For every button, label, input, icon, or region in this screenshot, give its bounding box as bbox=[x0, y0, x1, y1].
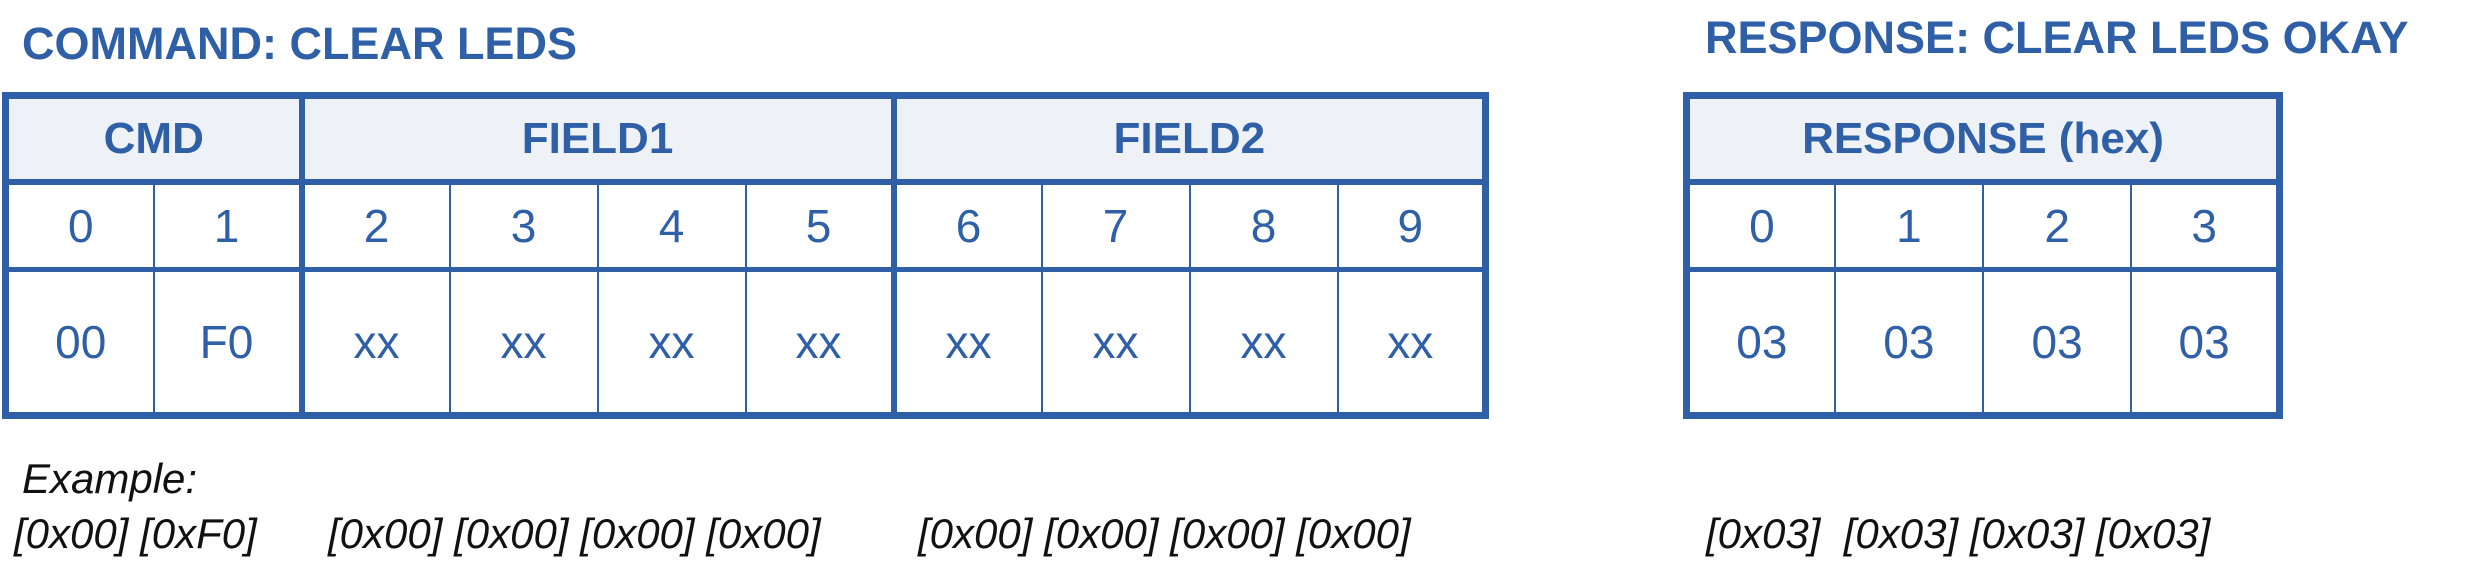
example-field1-bytes: [0x00] [0x00] [0x00] [0x00] bbox=[328, 510, 821, 557]
byte-value: xx bbox=[448, 268, 599, 417]
example-cmd-bytes: [0x00] [0xF0] bbox=[14, 510, 257, 557]
byte-index: 1 bbox=[152, 181, 303, 272]
command-table: CMD FIELD1 FIELD2 0 1 2 3 4 5 6 7 8 9 00… bbox=[2, 92, 1490, 419]
byte-index: 2 bbox=[298, 181, 451, 272]
byte-index: 3 bbox=[448, 181, 599, 272]
example-field2-bytes: [0x00] [0x00] [0x00] [0x00] bbox=[918, 510, 1411, 557]
response-index: 3 bbox=[2130, 181, 2281, 272]
byte-value: xx bbox=[1336, 268, 1487, 417]
byte-index: 8 bbox=[1188, 181, 1339, 272]
example-response-bytes: [0x03] [0x03] [0x03] [0x03] bbox=[1706, 510, 2211, 557]
byte-value: 00 bbox=[4, 268, 155, 417]
byte-index: 5 bbox=[744, 181, 895, 272]
response-index: 1 bbox=[1833, 181, 1985, 272]
response-table: RESPONSE (hex) 0 1 2 3 03 03 03 03 bbox=[1683, 92, 2283, 419]
response-value: 03 bbox=[1833, 268, 1985, 417]
byte-value: xx bbox=[744, 268, 895, 417]
byte-value: xx bbox=[890, 268, 1043, 417]
byte-value: xx bbox=[596, 268, 747, 417]
byte-index: 4 bbox=[596, 181, 747, 272]
byte-index: 9 bbox=[1336, 181, 1487, 272]
response-index: 2 bbox=[1981, 181, 2133, 272]
field1-group-header: FIELD1 bbox=[298, 94, 895, 185]
response-value: 03 bbox=[1981, 268, 2133, 417]
byte-index: 0 bbox=[4, 181, 155, 272]
response-value: 03 bbox=[2130, 268, 2281, 417]
byte-index: 7 bbox=[1040, 181, 1191, 272]
response-index: 0 bbox=[1685, 181, 1836, 272]
example-label: Example: bbox=[22, 455, 198, 502]
byte-value: xx bbox=[1040, 268, 1191, 417]
byte-index: 6 bbox=[890, 181, 1043, 272]
response-header: RESPONSE (hex) bbox=[1685, 94, 2281, 185]
command-title: COMMAND: CLEAR LEDS bbox=[22, 18, 577, 69]
response-title: RESPONSE: CLEAR LEDS OKAY bbox=[1705, 12, 2409, 63]
cmd-group-header: CMD bbox=[4, 94, 303, 185]
byte-value: xx bbox=[298, 268, 451, 417]
field2-group-header: FIELD2 bbox=[890, 94, 1487, 185]
byte-value: xx bbox=[1188, 268, 1339, 417]
response-value: 03 bbox=[1685, 268, 1836, 417]
byte-value: F0 bbox=[152, 268, 303, 417]
